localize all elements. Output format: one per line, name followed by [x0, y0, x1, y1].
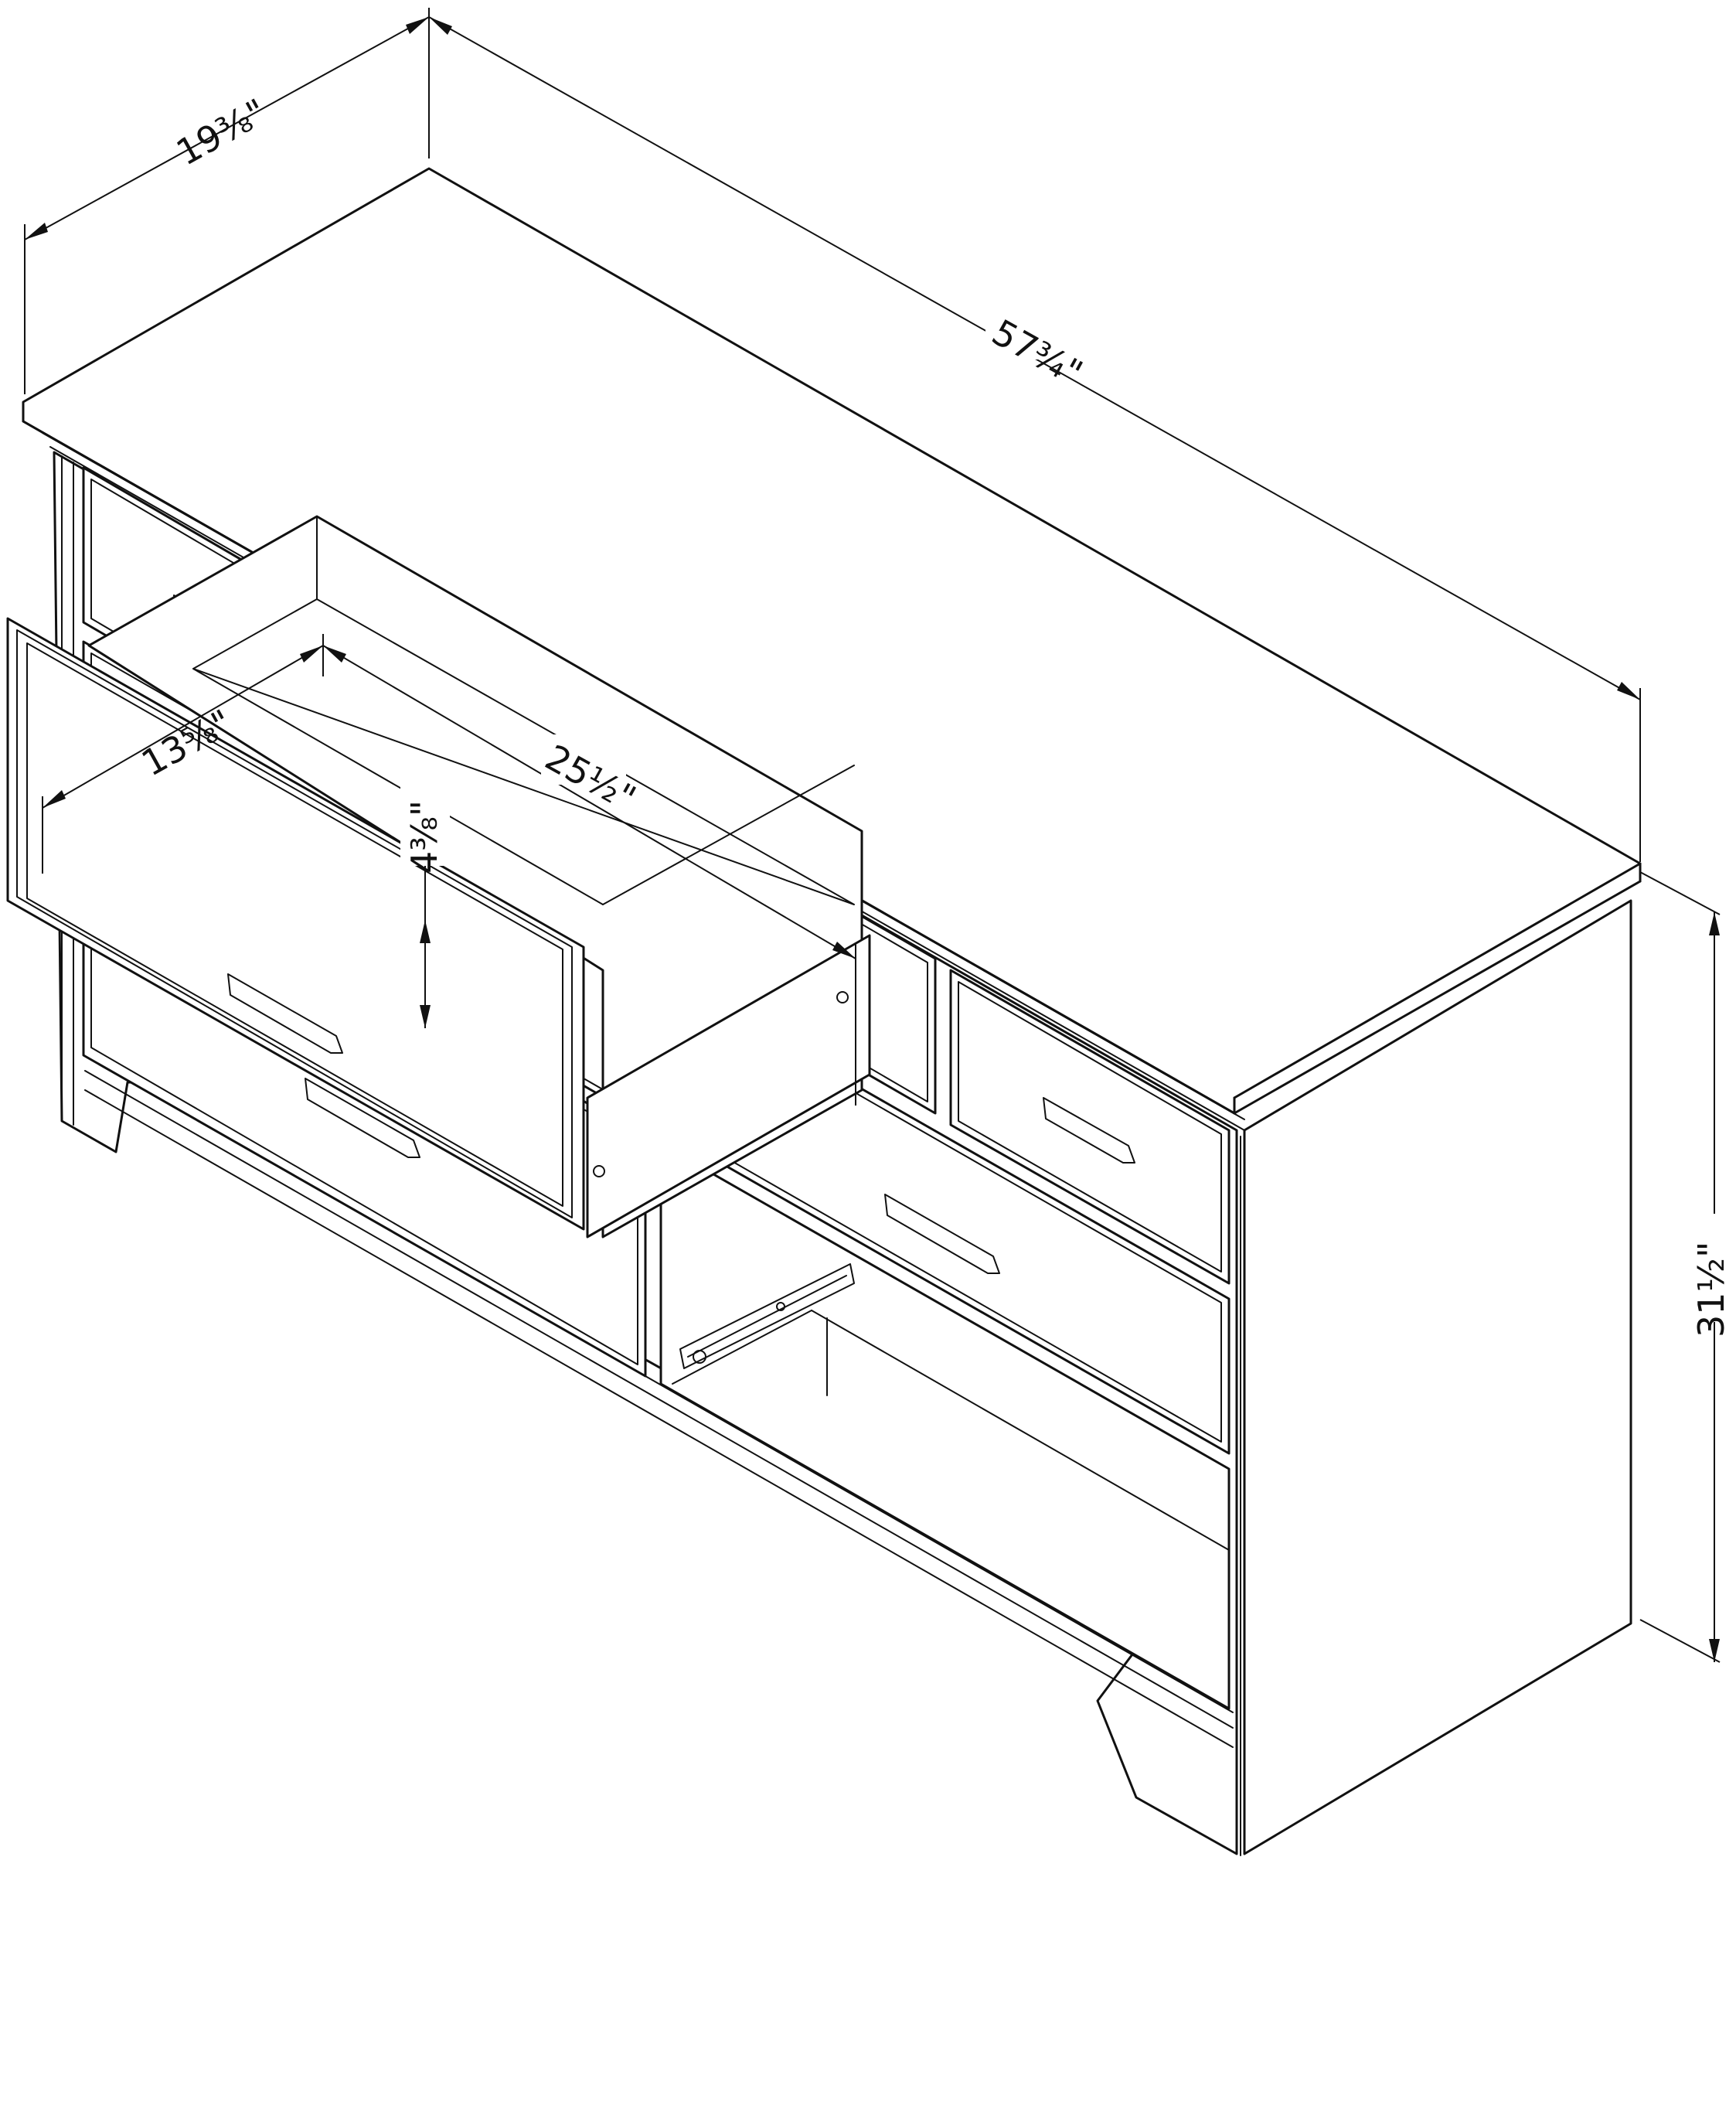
drawer-front[interactable] [6, 617, 585, 1231]
drawer-slide [679, 1263, 855, 1369]
drawer-handle[interactable] [305, 1078, 420, 1158]
height-dimension: 31¹⁄₂" [1639, 871, 1736, 1663]
drawer-height-label: 4³⁄₈" [403, 800, 445, 874]
width-dimension: 57³⁄₄" [428, 16, 1641, 862]
drawer-side [586, 934, 871, 1238]
dresser-side-panel [1243, 899, 1632, 1855]
drawer-handle[interactable] [227, 973, 343, 1054]
mounting-hole [836, 991, 849, 1003]
drawer-handle[interactable] [884, 1194, 1000, 1274]
drawer-opening-bottom-right [659, 1143, 1231, 1710]
drawer-handle[interactable] [1043, 1097, 1135, 1164]
mounting-hole [593, 1165, 605, 1177]
drawer-height-dimension: 4³⁄₈" [400, 777, 450, 1028]
depth-label: 19³⁄₈" [169, 90, 274, 173]
height-label: 31¹⁄₂" [1690, 1242, 1732, 1337]
drawer-top-right-b[interactable] [949, 969, 1231, 1285]
removed-drawer [6, 515, 871, 1238]
